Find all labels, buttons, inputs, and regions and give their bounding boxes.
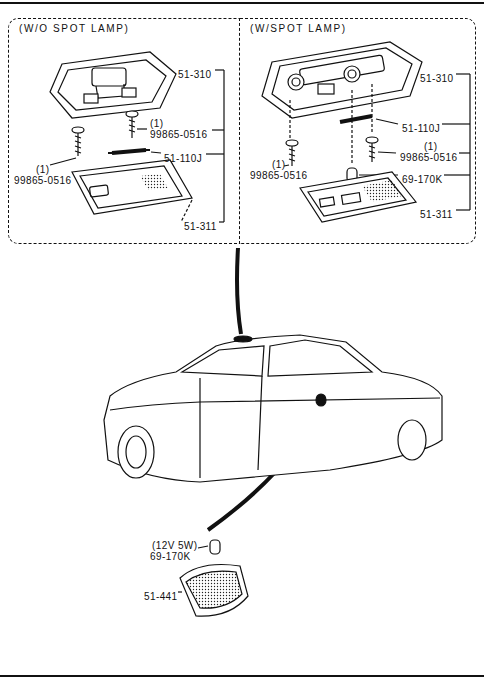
part-number: 99865-0516 xyxy=(400,152,457,163)
part-number: 99865-0516 xyxy=(14,175,71,186)
part-number: 51-311 xyxy=(184,221,217,232)
label-holder: (1) xyxy=(424,136,437,154)
label-holder: 69-170K xyxy=(402,169,443,187)
quantity-note: (1) xyxy=(36,164,49,175)
label-holder: 99865-0516 xyxy=(250,165,307,183)
panel-heading: (W/O SPOT LAMP) xyxy=(19,23,239,35)
part-number: 51-110J xyxy=(164,153,202,164)
part-number: 51-110J xyxy=(402,123,440,134)
part-number: 51-310 xyxy=(420,73,454,84)
label-holder: (12V 5W) xyxy=(152,535,197,553)
panel-heading: (W/SPOT LAMP) xyxy=(250,23,475,35)
label-holder: 51-310 xyxy=(178,64,212,82)
part-number: 51-441 xyxy=(144,591,178,602)
label-holder: 99865-0516 xyxy=(14,170,71,188)
quantity-note: (1) xyxy=(150,118,163,129)
label-holder: 51-310 xyxy=(420,68,454,86)
label-holder: 51-110J xyxy=(402,118,440,136)
label-holder: 51-441 xyxy=(144,586,178,604)
label-holder: 51-311 xyxy=(184,216,217,234)
part-number: 69-170K xyxy=(150,551,191,562)
label-holder: (1) xyxy=(36,159,49,177)
quantity-note: (1) xyxy=(424,141,437,152)
quantity-note: (1) xyxy=(272,159,285,170)
bulb-rating: (12V 5W) xyxy=(152,540,197,551)
label-holder: (1) xyxy=(272,154,285,172)
label-holder: 99865-0516 xyxy=(400,147,457,165)
label-holder: 69-170K xyxy=(150,546,191,564)
part-number: 99865-0516 xyxy=(250,170,307,181)
part-number: 69-170K xyxy=(402,174,443,185)
part-number: 51-310 xyxy=(178,69,212,80)
part-number: 51-311 xyxy=(420,209,453,220)
label-holder: (1) xyxy=(150,113,163,131)
label-holder: 51-311 xyxy=(420,204,453,222)
label-holder: 99865-0516 xyxy=(150,124,207,142)
label-holder: 51-110J xyxy=(164,148,202,166)
part-number: 99865-0516 xyxy=(150,129,207,140)
